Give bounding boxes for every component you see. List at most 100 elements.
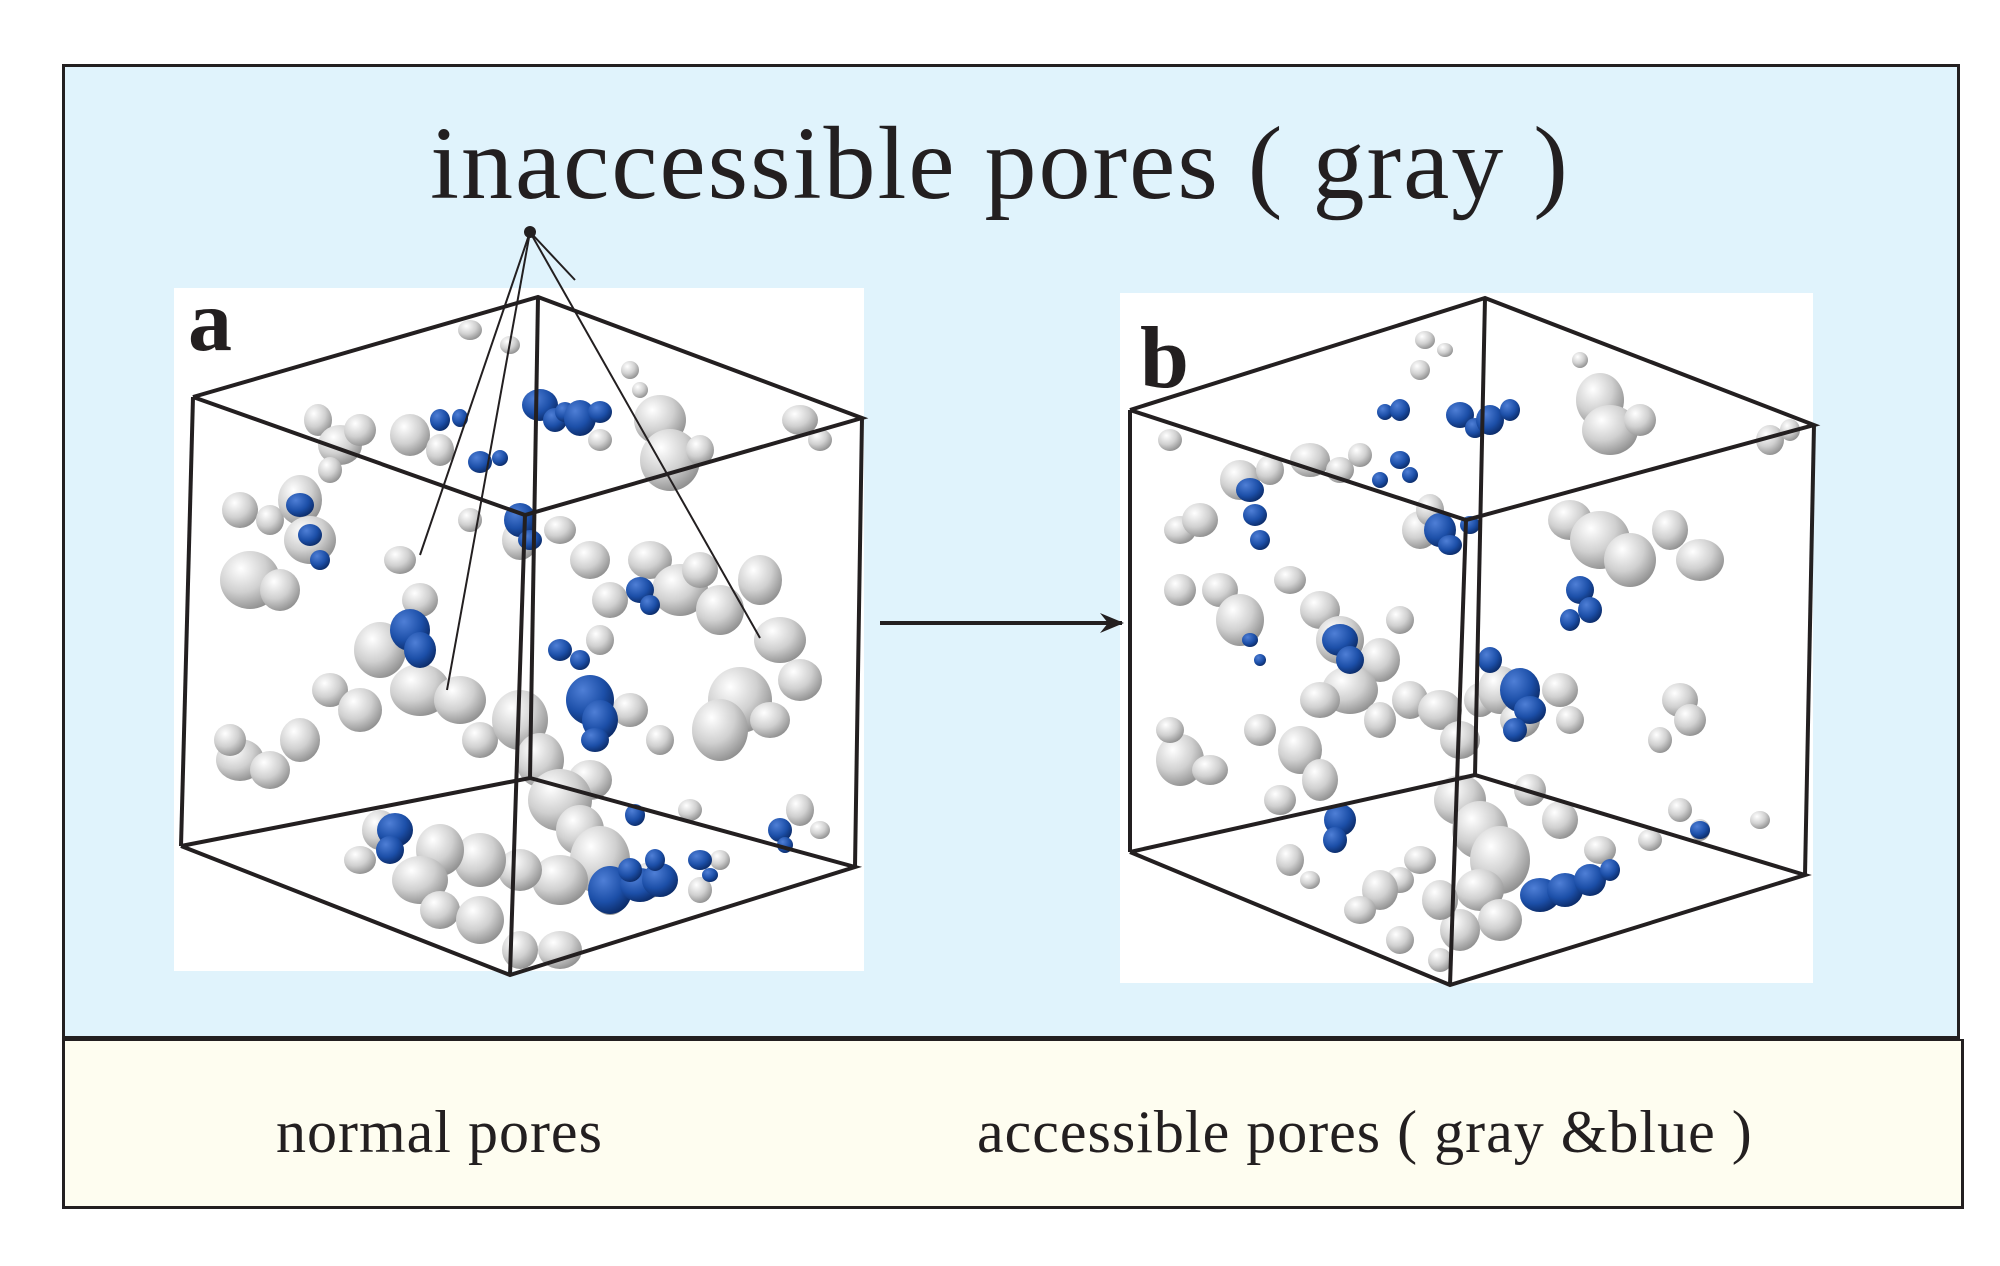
gray-pore-a-59: [502, 931, 538, 969]
gray-pore-b-3: [1572, 352, 1588, 368]
gray-pore-a-41: [338, 688, 382, 732]
gray-pore-b-20: [1604, 533, 1656, 587]
panel-b-label: b: [1140, 310, 1189, 407]
blue-pore-a-1: [298, 524, 322, 546]
gray-pore-a-57: [420, 891, 460, 929]
gray-pore-b-59: [1542, 801, 1578, 839]
gray-pore-a-36: [778, 659, 822, 701]
gray-pore-a-9: [588, 429, 612, 451]
blue-pore-b-15: [1566, 576, 1594, 604]
gray-pore-b-15: [1348, 443, 1372, 467]
gray-pore-b-26: [1274, 566, 1306, 594]
blue-pore-b-8: [1500, 399, 1520, 421]
gray-pore-a-58: [456, 896, 504, 944]
blue-pore-a-15: [640, 595, 660, 615]
panel-b-caption: accessible pores ( gray &blue ): [977, 1099, 1753, 1165]
gray-pore-b-71: [1674, 704, 1706, 736]
gray-pore-a-16: [256, 505, 284, 535]
gray-pore-a-74: [678, 799, 702, 821]
gray-pore-b-25: [1216, 594, 1264, 646]
gray-pore-a-14: [808, 429, 832, 451]
gray-pore-b-2: [1410, 360, 1430, 380]
gray-pore-a-40: [312, 673, 348, 707]
gray-pore-a-27: [570, 541, 610, 579]
gray-pore-a-45: [462, 722, 498, 758]
blue-pore-b-5: [1446, 402, 1474, 428]
gray-pore-a-23: [402, 583, 438, 617]
gray-pore-b-24: [1164, 574, 1196, 606]
blue-pore-b-9: [1390, 451, 1410, 469]
gray-pore-a-67: [646, 725, 674, 755]
blue-pore-b-2: [1250, 530, 1270, 550]
blue-pore-b-30: [1690, 821, 1710, 839]
gray-pore-a-3: [632, 382, 648, 398]
gray-pore-b-69: [1300, 871, 1320, 889]
gray-pore-a-33: [696, 585, 744, 635]
blue-pore-a-4: [452, 409, 468, 427]
gray-pore-a-60: [538, 931, 582, 969]
gray-pore-a-53: [498, 849, 542, 891]
gray-pore-b-53: [1478, 899, 1522, 941]
gray-pore-b-34: [1364, 702, 1396, 738]
blue-pore-a-13: [518, 530, 542, 550]
gray-pore-a-63: [688, 877, 712, 903]
gray-pore-a-35: [754, 617, 806, 663]
blue-pore-a-0: [286, 493, 314, 517]
blue-pore-b-25: [1323, 827, 1347, 853]
cube-a-wireframe: [179, 294, 869, 978]
gray-pore-a-29: [586, 625, 614, 655]
blue-pore-b-17: [1560, 609, 1580, 631]
gray-pore-a-34: [738, 555, 782, 605]
gray-pore-b-10: [1182, 503, 1218, 537]
blue-pore-a-8: [564, 400, 596, 436]
blue-pore-b-1: [1243, 504, 1267, 526]
gray-pore-a-22: [384, 546, 416, 574]
gray-pore-a-0: [458, 320, 482, 340]
blue-pore-a-19: [570, 650, 590, 670]
blue-pore-b-11: [1372, 472, 1388, 488]
gray-pore-b-22: [1676, 539, 1724, 581]
gray-pore-b-62: [1668, 798, 1692, 822]
blue-pore-b-32: [1254, 654, 1266, 666]
gray-pore-b-40: [1542, 673, 1578, 707]
blue-pore-b-22: [1514, 696, 1546, 724]
gray-pore-a-7: [390, 414, 430, 456]
panel-b-pores: [1156, 331, 1800, 972]
blue-pore-a-10: [468, 451, 492, 473]
gray-pore-b-41: [1556, 706, 1584, 734]
blue-pore-b-0: [1236, 478, 1264, 502]
gray-pore-b-55: [1422, 880, 1458, 920]
gray-pore-a-75: [710, 850, 730, 870]
gray-pore-a-44: [434, 676, 486, 724]
gray-pore-a-30: [628, 541, 672, 579]
blue-pore-b-31: [1242, 633, 1258, 647]
blue-pore-b-27: [1547, 873, 1583, 907]
leader-lines: [419, 231, 761, 691]
blue-pore-a-29: [645, 849, 665, 871]
gray-pore-a-12: [686, 435, 714, 465]
gray-pore-b-44: [1156, 717, 1184, 743]
cube-b-wireframe: [1128, 295, 1821, 988]
gray-pore-a-2: [621, 361, 639, 379]
gray-pore-a-68: [280, 718, 320, 762]
gray-pore-a-28: [592, 582, 628, 618]
gray-pore-a-65: [810, 821, 830, 839]
blue-pore-b-16: [1578, 597, 1602, 623]
gray-pore-b-43: [1192, 755, 1228, 785]
gray-pore-b-66: [1386, 926, 1414, 954]
gray-pore-b-74: [1158, 429, 1182, 451]
leader-origin-dot: [524, 226, 536, 238]
gray-pore-b-73: [1750, 811, 1770, 829]
gray-pore-a-20: [260, 569, 300, 611]
gray-pore-b-31: [1300, 682, 1340, 718]
gray-pore-b-21: [1652, 510, 1688, 550]
blue-pore-b-7: [1476, 405, 1504, 435]
blue-pore-b-10: [1402, 467, 1418, 483]
gray-pore-a-21: [318, 457, 342, 483]
gray-pore-b-68: [1276, 844, 1304, 876]
blue-pore-b-4: [1390, 399, 1410, 421]
gray-pore-b-72: [1648, 727, 1672, 753]
blue-pore-b-20: [1478, 647, 1502, 673]
blue-pore-a-9: [588, 401, 612, 423]
